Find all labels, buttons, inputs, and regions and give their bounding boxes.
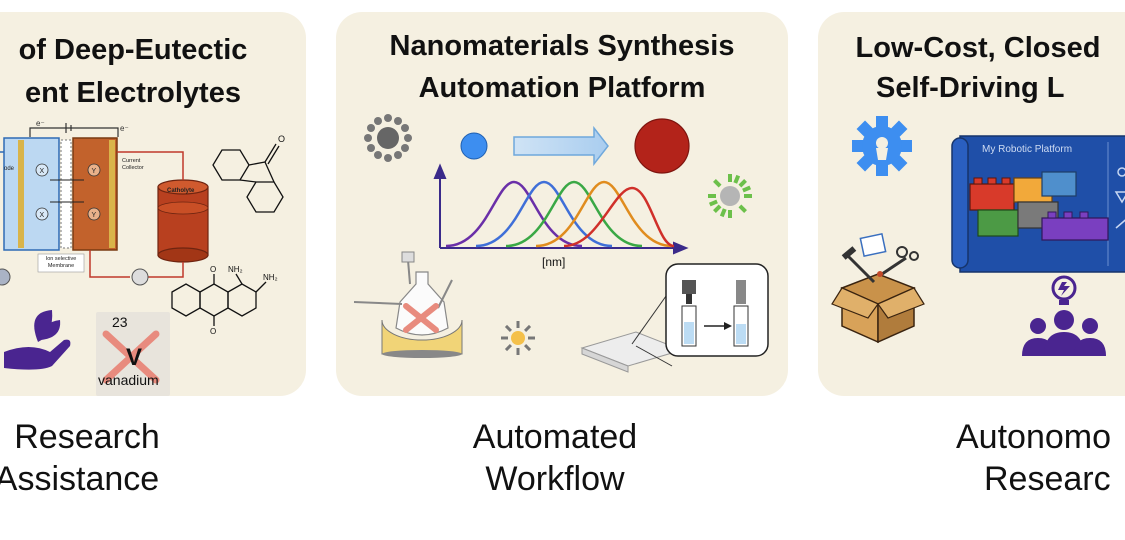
pump-right-icon [131, 268, 149, 286]
electrode-right [109, 140, 115, 248]
spectrum-axes [433, 163, 689, 255]
plant-in-hand-icon [4, 310, 71, 370]
species-x-top-label: X [40, 168, 45, 175]
panel-self-driving-lab: Low-Cost, Closed Self-Driving L [818, 12, 1125, 396]
panel-title-line2: ent Electrolytes [25, 77, 241, 109]
species-x-bottom-label: X [40, 212, 45, 219]
membrane-label-box [37, 253, 85, 273]
caption-line1: Research [14, 418, 160, 456]
species-x-top [35, 163, 49, 177]
blueprint-panel [951, 135, 1125, 273]
external-circuit [29, 123, 119, 137]
electrode-label: ode [4, 166, 15, 172]
absorption-spectra [445, 180, 675, 248]
yellow-nanoparticle-icon [501, 321, 535, 355]
self-driving-lab-illustration: My Robotic Platform [831, 116, 1125, 356]
electron-label-left: e⁻ [36, 119, 45, 128]
anthraquinone-molecule-icon [171, 273, 267, 326]
toolbox-icon [831, 233, 925, 344]
vanadium-name: vanadium [98, 372, 159, 388]
catholyte-tank [157, 179, 209, 263]
ion-selective-membrane [60, 139, 72, 249]
svg-text:O: O [210, 265, 216, 274]
panel-title-line1: of Deep-Eutectic [18, 34, 248, 66]
caption-line1: Autonomo [956, 418, 1111, 456]
current-collector-label: Current Collector [122, 158, 144, 171]
gray-nanoparticle-icon [364, 114, 412, 162]
vanadium-element-tile [96, 312, 170, 396]
caption-line2: Researc [984, 460, 1111, 498]
species-y-top-label: Y [92, 168, 97, 175]
caption-automated-workflow: Automated Workflow [452, 416, 658, 500]
ion-flow-arrows [50, 179, 84, 203]
svg-text:O: O [210, 327, 216, 336]
team-idea-icon [1022, 275, 1106, 356]
panel-nanomaterials-synthesis: Nanomaterials Synthesis Automation Platf… [336, 12, 788, 396]
blueprint-title: My Robotic Platform [982, 144, 1072, 155]
pump-left-icon [0, 268, 11, 286]
nh2-label-a: NH₂ [228, 265, 243, 274]
cuvette-measurement-inset [665, 263, 769, 357]
caption-autonomous-research: Autonomo Researc [956, 416, 1125, 500]
vanadium-symbol: V [126, 344, 142, 371]
caption-research-assistance: Research Assistance [0, 416, 170, 500]
electron-label-right: e⁻ [120, 124, 129, 133]
vanadium-atomic-number: 23 [112, 314, 128, 330]
panel-title-line2: Automation Platform [418, 72, 706, 104]
red-nanoparticle-icon [634, 118, 690, 174]
reaction-flask-icon [353, 251, 463, 358]
species-y-top [87, 163, 101, 177]
growth-arrow-icon [513, 125, 609, 167]
panel-title-line1: Nanomaterials Synthesis [389, 30, 735, 62]
caption-line1: Automated [472, 418, 638, 456]
panel-title-line1: Low-Cost, Closed [855, 32, 1101, 64]
caption-line2: Assistance [0, 460, 160, 498]
membrane-label: Ion selective Membrane [45, 256, 77, 269]
panel-title-line2: Self-Driving L [876, 72, 1065, 104]
electrode-left [18, 140, 24, 248]
anolyte-chamber [3, 137, 60, 251]
panel-deep-eutectic-electrolytes: of Deep-Eutectic ent Electrolytes e⁻ e⁻ … [0, 12, 306, 396]
species-y-bottom [87, 207, 101, 221]
blue-nanoparticle-icon [460, 132, 488, 160]
green-nanoparticle-icon [708, 174, 752, 218]
species-y-bottom-label: Y [92, 212, 97, 219]
nh2-label-b: NH₂ [263, 273, 278, 282]
species-x-bottom [35, 207, 49, 221]
caption-line2: Workflow [485, 460, 625, 498]
gear-icon [852, 116, 912, 176]
piping [0, 151, 184, 278]
fluorenone-oxygen: O [278, 134, 285, 144]
catholyte-label: Catholyte [167, 188, 195, 194]
fluorenone-molecule-icon [212, 143, 284, 213]
spectrum-axis-label: [nm] [542, 255, 565, 269]
nanomaterials-illustration: [nm] [353, 114, 769, 373]
flow-battery-illustration: e⁻ e⁻ ode X X Y Y Ion selective Membrane [0, 119, 285, 396]
